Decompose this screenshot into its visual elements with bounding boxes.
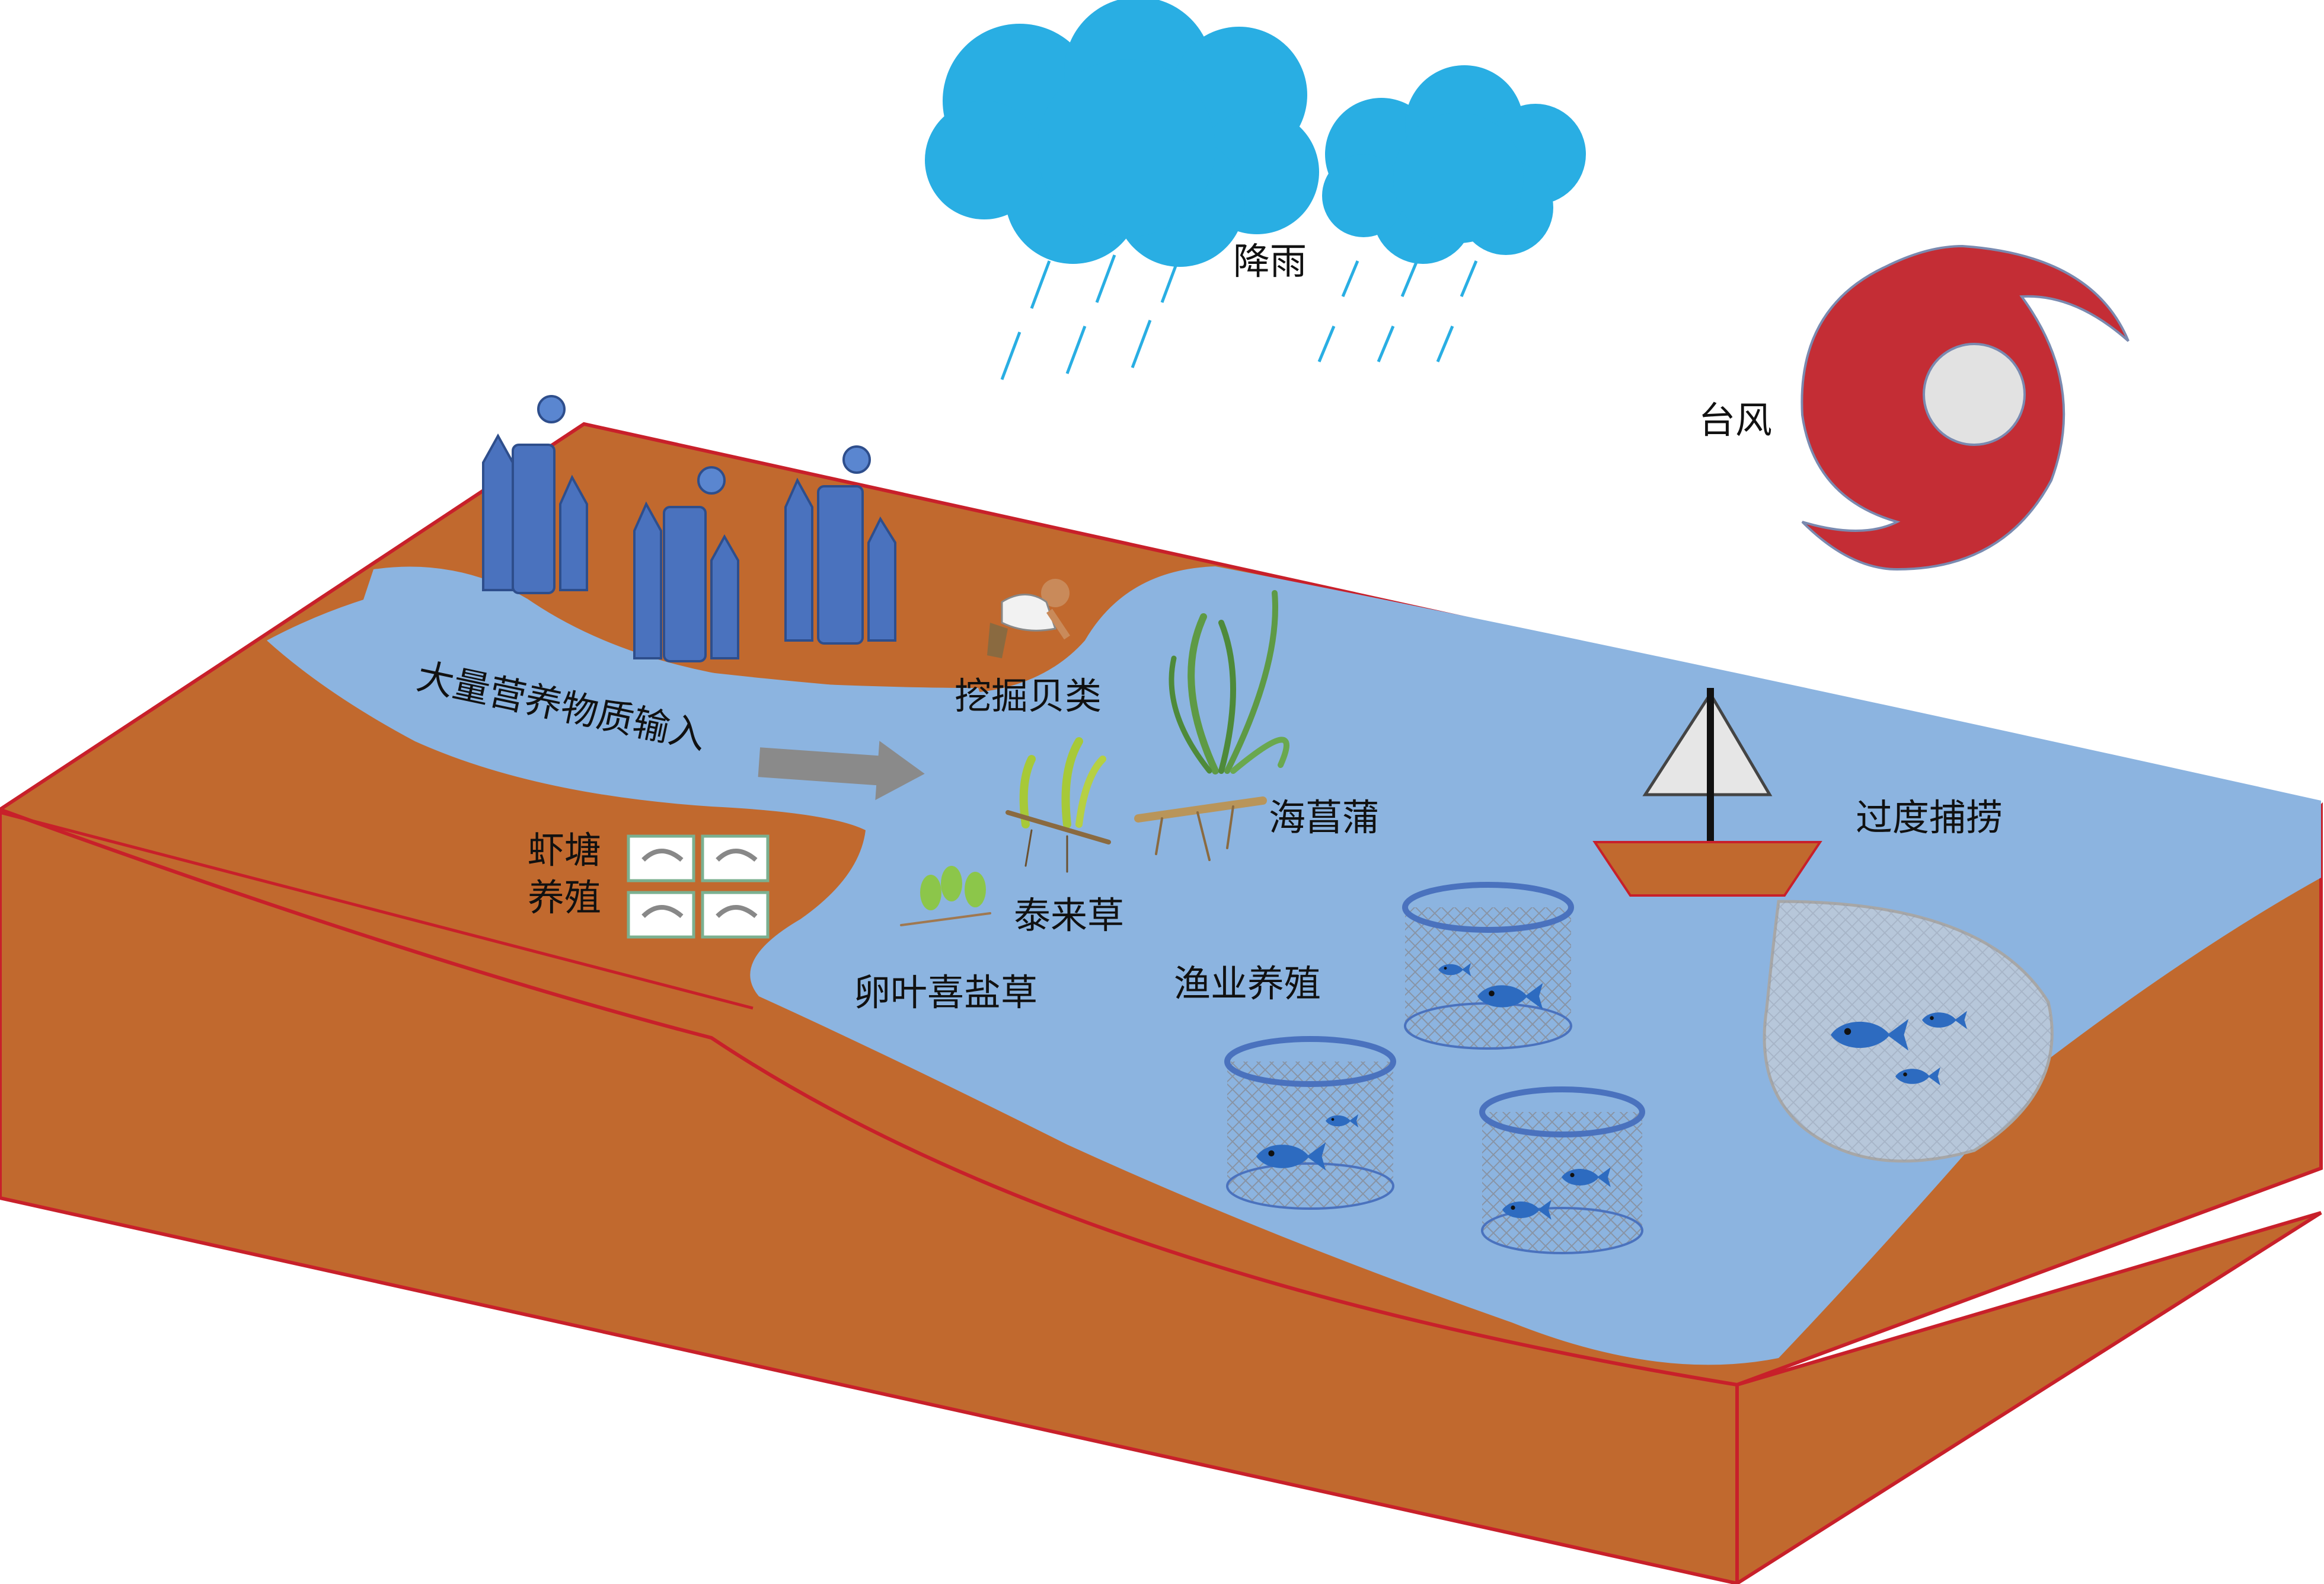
rain-icon xyxy=(1317,260,1478,362)
fish-cage-icon xyxy=(1402,882,1574,1050)
sailboat-icon xyxy=(1592,688,1822,897)
seagrass-icon xyxy=(900,590,1289,926)
label-digging-shellfish: 挖掘贝类 xyxy=(954,674,1102,718)
rain-cloud-large xyxy=(925,0,1319,380)
fishing-net-icon xyxy=(1763,900,2054,1163)
ridge-line xyxy=(0,811,754,1010)
label-overfishing: 过度捕捞 xyxy=(1856,796,2003,839)
label-halophila: 卵叶喜盐草 xyxy=(854,971,1038,1014)
rain-icon xyxy=(1000,254,1182,380)
label-zostera: 海菖蒲 xyxy=(1269,796,1379,839)
arrow-icon xyxy=(758,741,925,801)
factory-icon xyxy=(482,395,896,662)
label-thalassia: 泰来草 xyxy=(1014,894,1124,937)
rain-cloud-small xyxy=(1317,65,1586,362)
river-channel xyxy=(356,566,1008,790)
shrimp-pond: 虾塘 养殖 xyxy=(528,828,770,939)
label-rain: 降雨 xyxy=(1233,240,1307,283)
label-shrimp-pond-1: 虾塘 xyxy=(528,828,601,872)
label-shrimp-pond-2: 养殖 xyxy=(528,876,601,919)
cloud-icon xyxy=(1322,65,1586,264)
fish-cage-icon xyxy=(1224,1036,1396,1210)
typhoon-icon xyxy=(1801,244,2130,571)
fish-cage-icon xyxy=(1479,1086,1645,1254)
label-aquaculture: 渔业养殖 xyxy=(1174,962,1321,1005)
person-digging-icon xyxy=(987,579,1070,658)
cloud-icon xyxy=(925,0,1319,267)
shrimp-icon xyxy=(627,834,770,939)
label-typhoon: 台风 xyxy=(1699,399,1772,442)
